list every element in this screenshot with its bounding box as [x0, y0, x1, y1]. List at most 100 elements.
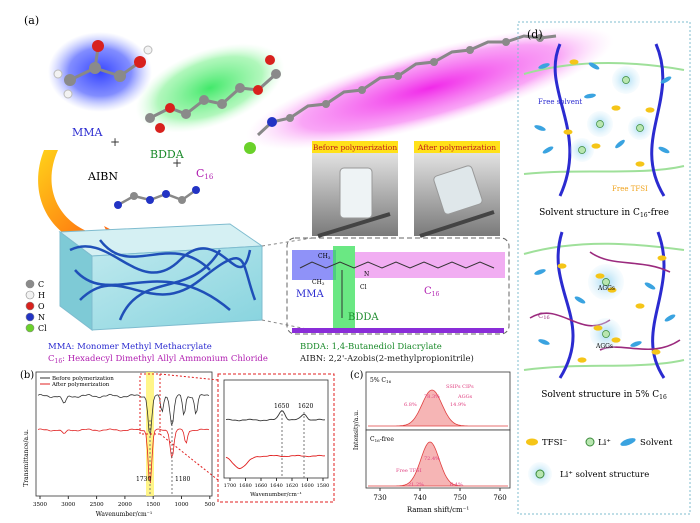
- before-label: Before polymerization: [313, 143, 397, 152]
- inset-tick-label: 1680: [239, 483, 252, 489]
- li-ion: [578, 146, 586, 154]
- panel-c: (c) 5% C16 SSIPs CIPs AGGs 6.8% 78.3% 14…: [350, 370, 511, 514]
- ftir-ylabel: Transmittance/a.u.: [23, 429, 30, 487]
- panel-d-legend: TFSI⁻ Li⁺ Solvent Li⁺ solvent structure: [526, 437, 673, 486]
- inset-tick-label: 1620: [286, 483, 299, 489]
- legend-after: After polymerization: [51, 382, 110, 388]
- inset-tick-label: 1660: [255, 483, 268, 489]
- raman-tick-label: 750: [453, 494, 466, 502]
- struct-bdda-label: BDDA: [348, 312, 379, 323]
- tfsi-ion: [577, 357, 587, 363]
- caption-c16-free: Solvent structure in C16-free: [539, 208, 669, 219]
- tfsi-ion: [595, 273, 605, 279]
- c16-glow: [246, 26, 614, 150]
- inset-border: [217, 373, 335, 503]
- raman-ssip: SSIPs CIPs: [446, 384, 474, 390]
- def-aibn: AIBN: 2,2'-Azobis(2-methylpropionitrile): [299, 353, 474, 364]
- atom-c-icon: [25, 279, 35, 289]
- plus-sign-1: +: [110, 135, 120, 149]
- legend-li: Li⁺: [598, 438, 611, 448]
- n-atom-label: N: [364, 271, 369, 278]
- tfsi-ion: [569, 59, 579, 65]
- struct-mma-label: MMA: [296, 289, 324, 300]
- atom-n-icon: [25, 312, 35, 322]
- raman-bot-v3: 6.4%: [450, 482, 463, 488]
- ftir-tick-label: 1000: [175, 502, 189, 508]
- panel-a: (a): [24, 14, 614, 365]
- inset-tick-label: 1580: [317, 483, 330, 489]
- legend-tfsi: TFSI⁻: [542, 438, 567, 448]
- solvent-molecule: [542, 146, 554, 154]
- solvent-icon: [620, 438, 636, 446]
- free-solvent-label: Free solvent: [538, 98, 582, 106]
- atom-h-icon: [25, 290, 35, 300]
- inset-line-after: [225, 454, 326, 470]
- ch3-text-2: CH3: [312, 279, 325, 286]
- legend-li-solvent: Li⁺ solvent structure: [560, 470, 649, 480]
- ftir-tick-label: 1500: [146, 502, 160, 508]
- ftir-line-before: [37, 393, 210, 437]
- vial-photo-after: After polymerization: [414, 141, 500, 238]
- polymer-chain: [553, 43, 572, 197]
- panel-d: (d) Free solvent Free TFSI Solvent struc…: [517, 21, 691, 515]
- li-ion: [622, 76, 630, 84]
- panel-d-border: [517, 21, 691, 515]
- inset-tick-label: 1640: [270, 483, 283, 489]
- panel-b: (b) Before polymerization After polymeri…: [20, 370, 335, 518]
- ftir-tick-label: 500: [205, 502, 216, 508]
- solvent-molecule: [538, 339, 550, 345]
- solvent-molecule: [588, 62, 600, 70]
- solvent-molecule: [615, 139, 625, 149]
- solvent-molecule: [664, 314, 676, 322]
- c16-chain-label: C16: [538, 312, 550, 321]
- raman-tick-label: 730: [373, 494, 386, 502]
- ftir-line-after: [37, 428, 210, 484]
- raman-bot-v2: 72.4%: [424, 456, 440, 462]
- panel-b-label: (b): [20, 370, 34, 381]
- polymer-chain: [650, 43, 666, 197]
- inset-1650: 1650: [274, 403, 289, 410]
- aibn-label: AIBN: [87, 170, 118, 183]
- raman-xlabel: Raman shift/cm⁻¹: [407, 506, 470, 514]
- tfsi-ion: [635, 303, 645, 309]
- membrane-line: [523, 359, 685, 371]
- tfsi-ion: [591, 143, 601, 149]
- after-label: After polymerization: [417, 143, 496, 152]
- chemical-structure: CH3 CH3 N Cl MMA BDDA C16: [286, 237, 510, 335]
- legend-solvent: Solvent: [640, 438, 673, 448]
- raman-top-v1: 6.8%: [404, 402, 417, 408]
- polymer-chain: [651, 231, 666, 379]
- solvent-molecule: [644, 282, 656, 290]
- membrane-line: [523, 165, 685, 175]
- plus-sign-2: +: [172, 156, 182, 170]
- bottom-solvation-scene: [534, 255, 676, 363]
- tfsi-ion: [635, 161, 645, 167]
- bdda-label: BDDA: [150, 148, 185, 161]
- aggs-label-1: AGGs: [597, 285, 615, 292]
- ann-1180: 1180: [175, 476, 190, 483]
- polymer-chain: [556, 231, 575, 379]
- raman-tick-label: 760: [493, 494, 506, 502]
- atom-o-icon: [25, 301, 35, 311]
- cl-label: Cl: [360, 284, 367, 291]
- panel-c-label: (c): [350, 370, 364, 381]
- atom-legend-label: H: [38, 291, 45, 300]
- membrane-line: [523, 242, 685, 255]
- mma-molecule: [53, 40, 153, 99]
- raman-free-tfsi: Free TFSI: [396, 468, 422, 474]
- li-icon: [585, 437, 595, 447]
- vial-photo-before: Before polymerization: [312, 141, 398, 238]
- ch3-text: CH3: [318, 253, 331, 260]
- solvent-molecule: [574, 296, 586, 304]
- def-c16: C16: Hexadecyl Dimethyl Allyl Ammonium C…: [48, 354, 268, 365]
- tfsi-ion: [563, 129, 573, 135]
- solvent-molecule: [658, 146, 670, 154]
- inset-tick-label: 1600: [301, 483, 314, 489]
- atom-legend-label: O: [38, 302, 45, 311]
